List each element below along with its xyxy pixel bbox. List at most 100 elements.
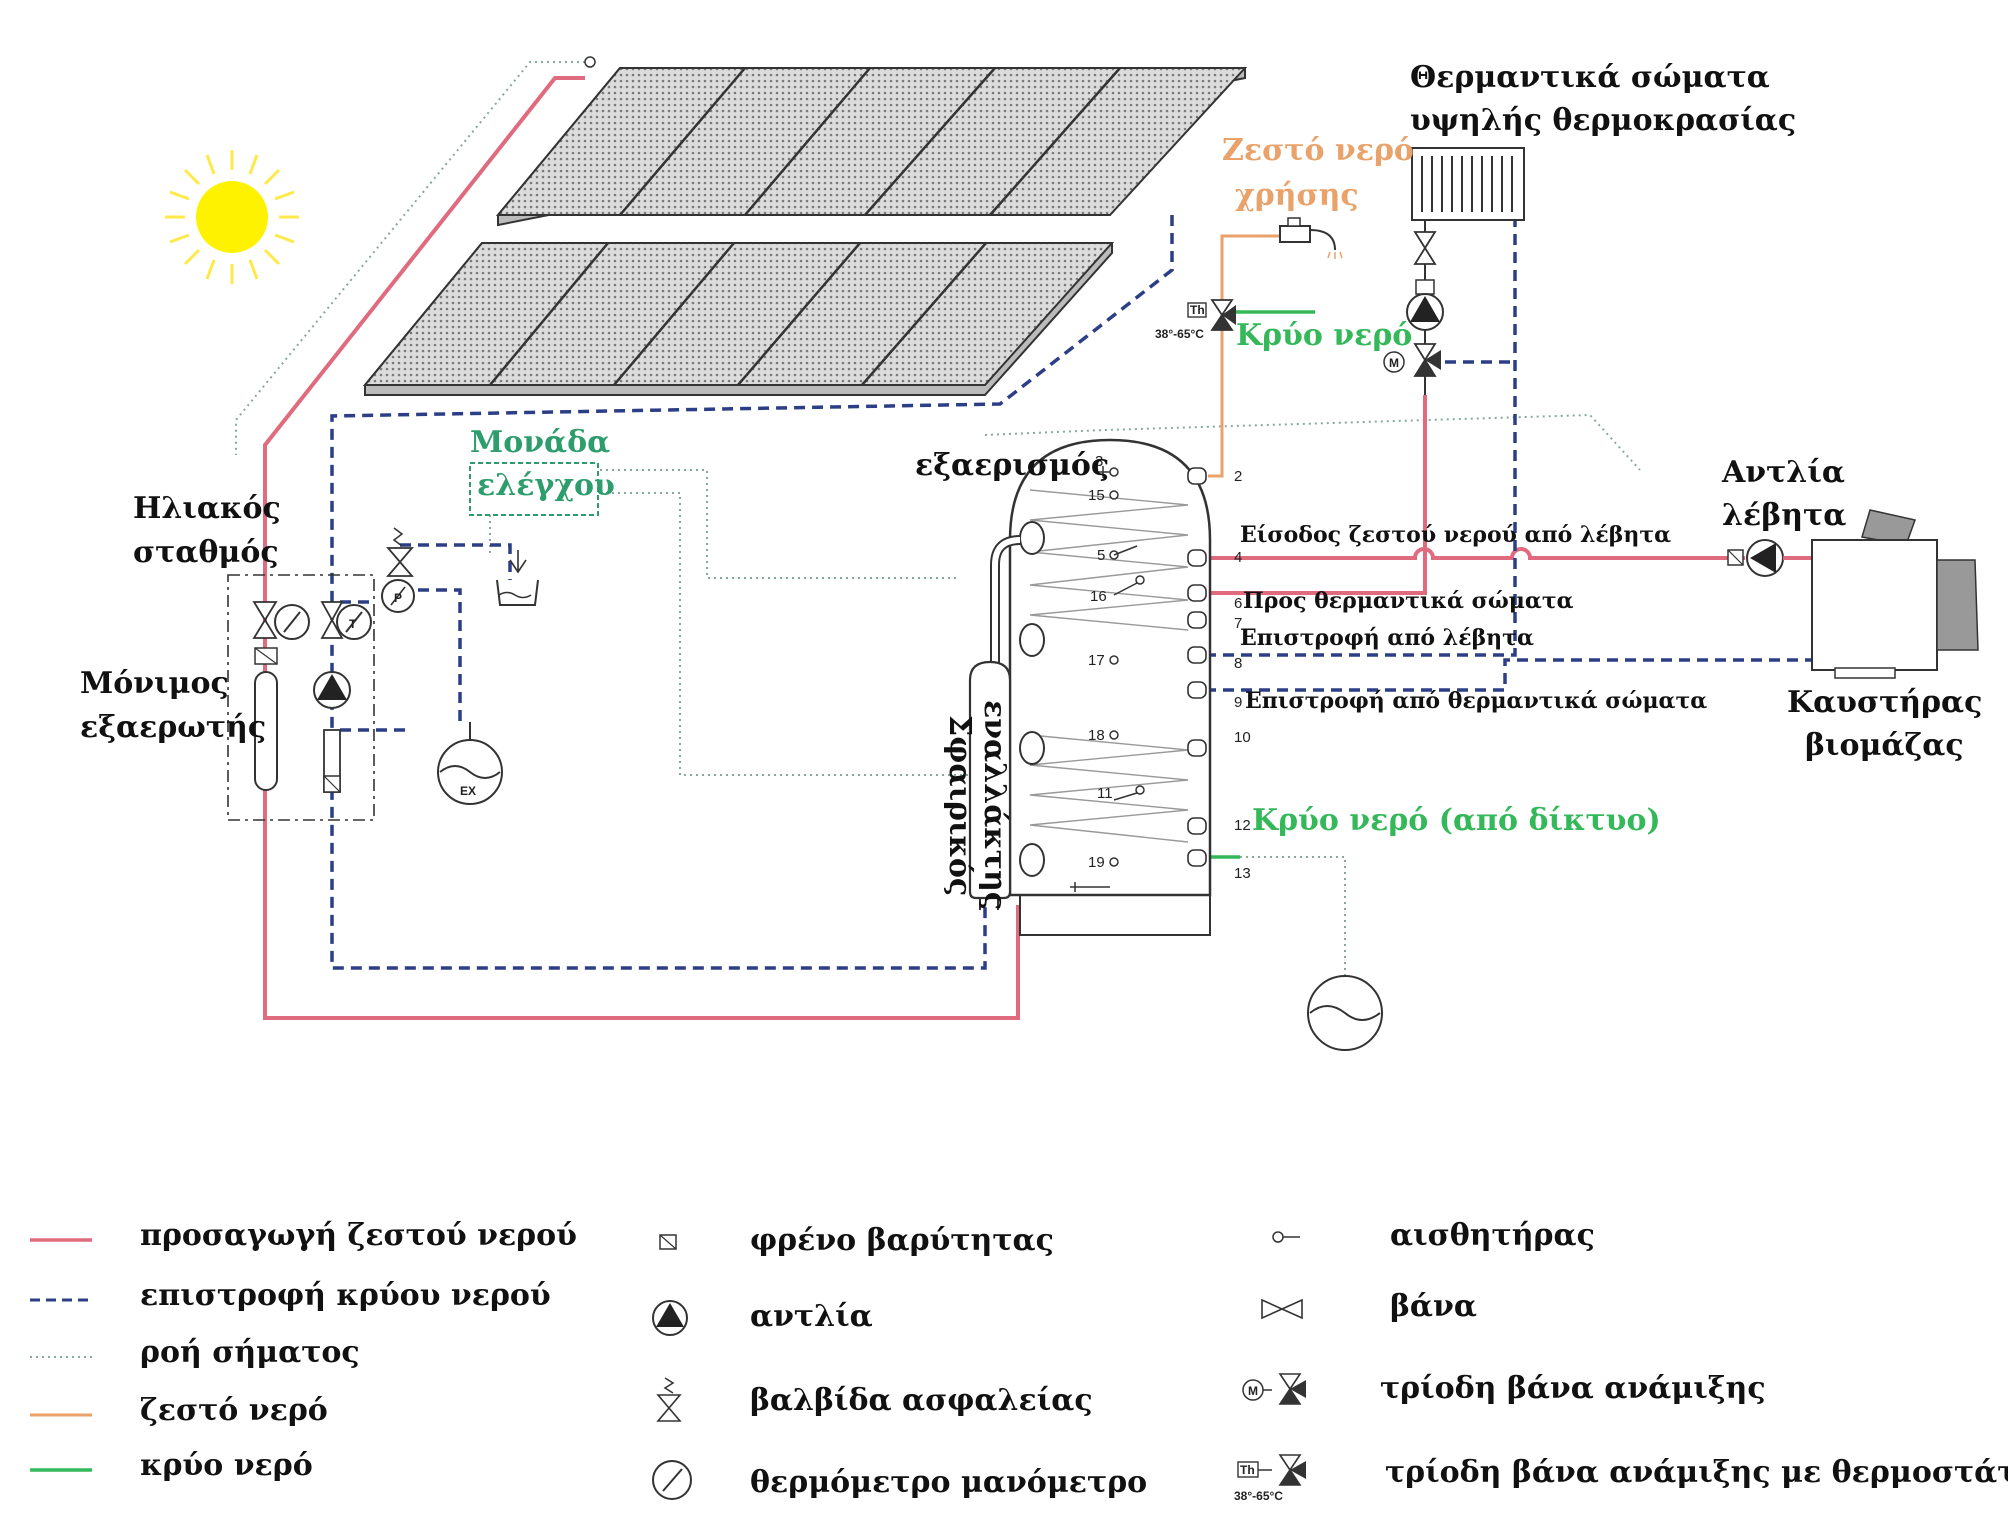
legend-mixing-valve: M τρίοδη βάνα ανάμιξης [1242, 1371, 1766, 1406]
legend-sensor: αισθητήρας [1272, 1218, 1595, 1253]
cold-return-lines [330, 215, 1840, 970]
deaerator-vessel [254, 647, 278, 791]
thermometer-manometer-icon [274, 604, 310, 640]
flow-meter [323, 729, 341, 793]
svg-text:19: 19 [1088, 854, 1105, 871]
thermostatic-mixing-valve-icon: Th 38°-65°C [1234, 1454, 1306, 1503]
pump-icon [313, 671, 351, 709]
solar-station-box [227, 574, 375, 821]
exchanger-label-line1: Σφαιρικός [942, 715, 977, 896]
spherical-exchanger: Σφαιρικός εναλλάκτης [942, 660, 1012, 910]
biomass-burner-label-line2: βιομάζας [1805, 728, 1964, 763]
legend-label: προσαγωγή ζεστού νερού [140, 1218, 577, 1253]
water-meter-icon [1307, 975, 1383, 1051]
sensor-icon [1272, 1231, 1300, 1243]
legend-thermometer-manometer: θερμόμετρο μανόμετρο [652, 1460, 1147, 1500]
legend-line-hot-supply: προσαγωγή ζεστού νερού [30, 1218, 577, 1253]
legend-thermostatic-mixing-valve: Th 38°-65°C τρίοδη βάνα ανάμιξης με θερμ… [1234, 1454, 2008, 1503]
drain-funnel-icon [496, 550, 539, 606]
legend-safety-valve: βαλβίδα ασφαλείας [656, 1377, 1093, 1422]
legend-gravity-brake: φρένο βαρύτητας [659, 1223, 1054, 1258]
cold-water-label: Κρύο νερό [1236, 318, 1412, 353]
svg-text:7: 7 [1234, 615, 1242, 632]
sun-icon [165, 150, 299, 284]
legend-label: φρένο βαρύτητας [750, 1223, 1054, 1258]
cold-water-grid-label: Κρύο νερό (από δίκτυο) [1252, 803, 1661, 838]
pressure-mark: P [394, 591, 402, 605]
tank-port-numbers: 2 3 15 4 5 16 6 7 8 17 9 10 18 11 12 19 … [1088, 453, 1251, 882]
legend-label: ροή σήματος [140, 1335, 360, 1370]
pump-icon [1406, 293, 1444, 331]
svg-text:5: 5 [1097, 547, 1105, 564]
legend-label: τρίοδη βάνα ανάμιξης [1380, 1371, 1766, 1406]
svg-text:6: 6 [1234, 595, 1242, 612]
solar-collector-upper [495, 67, 1248, 227]
biomass-boiler [1811, 509, 1979, 679]
svg-text:4: 4 [1234, 549, 1242, 566]
control-unit-box [469, 462, 599, 516]
safety-valve-icon [656, 1377, 682, 1422]
pressure-gauge-icon: P [381, 579, 415, 613]
boiler-inlet-label: Είσοδος ζεστού νερού από λέβητα [1240, 522, 1671, 548]
legend-label: βάνα [1390, 1289, 1477, 1324]
legend-pump: αντλία [652, 1299, 873, 1336]
thermostat-mark: Th [1240, 1463, 1255, 1477]
legend-label: κρύο νερό [140, 1448, 313, 1483]
deaerator-label-line2: εξαερωτής [80, 710, 266, 745]
motor-mark: M [1389, 356, 1399, 370]
hot-water-use-label-line2: χρήσης [1235, 178, 1359, 213]
legend-label: αντλία [750, 1299, 873, 1334]
legend-line-cold-return: επιστροφή κρύου νερού [30, 1278, 551, 1313]
motor-mark: M [1248, 1384, 1258, 1398]
temperature-mark: T [349, 617, 357, 631]
solar-station-label-line1: Ηλιακός [133, 491, 281, 526]
radiators-label-line1: Θερμαντικά σώματα [1410, 60, 1770, 95]
svg-text:15: 15 [1088, 487, 1105, 504]
svg-text:2: 2 [1234, 468, 1242, 485]
legend-label: θερμόμετρο μανόμετρο [750, 1465, 1147, 1500]
radiators-label-line2: υψηλής θερμοκρασίας [1410, 103, 1796, 138]
gravity-brake-icon [1415, 279, 1435, 295]
safety-valve-icon [386, 527, 414, 577]
svg-text:12: 12 [1234, 817, 1251, 834]
legend: προσαγωγή ζεστού νερού επιστροφή κρύου ν… [30, 1218, 2008, 1503]
svg-text:11: 11 [1097, 785, 1113, 802]
thermostat-range: 38°-65°C [1155, 327, 1204, 341]
legend-label: τρίοδη βάνα ανάμιξης με θερμοστάτη [1385, 1455, 2008, 1490]
legend-line-hot-water: ζεστό νερό [30, 1393, 328, 1428]
legend-gate-valve: βάνα [1261, 1289, 1477, 1324]
expansion-mark: EX [460, 784, 476, 798]
legend-label: βαλβίδα ασφαλείας [750, 1383, 1093, 1418]
legend-label: ζεστό νερό [140, 1393, 328, 1428]
legend-line-cold-water: κρύο νερό [30, 1448, 313, 1483]
signal-lines [235, 56, 1641, 862]
svg-text:9: 9 [1234, 694, 1242, 711]
legend-line-signal: ροή σήματος [30, 1335, 360, 1370]
svg-text:10: 10 [1234, 729, 1251, 746]
thermometer-manometer-icon: T [336, 604, 372, 640]
boiler-pump-label-line2: λέβητα [1722, 498, 1846, 533]
solar-collector-lower [362, 242, 1115, 396]
legend-label: αισθητήρας [1390, 1218, 1595, 1253]
solar-station-label-line2: σταθμός [133, 535, 279, 570]
svg-text:17: 17 [1088, 652, 1105, 669]
valve-icon [1261, 1298, 1303, 1320]
faucet-icon [1279, 217, 1343, 259]
deaerator-label-line1: Μόνιμος [80, 666, 229, 701]
boiler-pump-label-line1: Αντλία [1721, 455, 1845, 490]
svg-text:16: 16 [1090, 588, 1107, 605]
valve-icon [1413, 231, 1437, 265]
svg-text:8: 8 [1234, 655, 1242, 672]
legend-label: επιστροφή κρύου νερού [140, 1278, 551, 1313]
thermostatic-mixing-valve-icon: Th 38°-65°C [1155, 299, 1236, 341]
svg-text:13: 13 [1234, 865, 1251, 882]
hot-water-use-label-line1: Ζεστό νερό [1222, 133, 1414, 168]
control-unit-label-line2: ελέγχου [477, 468, 615, 503]
expansion-vessel-icon: EX [437, 722, 503, 805]
cold-water-lines [1208, 310, 1315, 859]
svg-text:3: 3 [1095, 453, 1103, 470]
svg-text:18: 18 [1088, 727, 1105, 744]
boiler-return-label: Επιστροφή από λέβητα [1240, 625, 1534, 651]
